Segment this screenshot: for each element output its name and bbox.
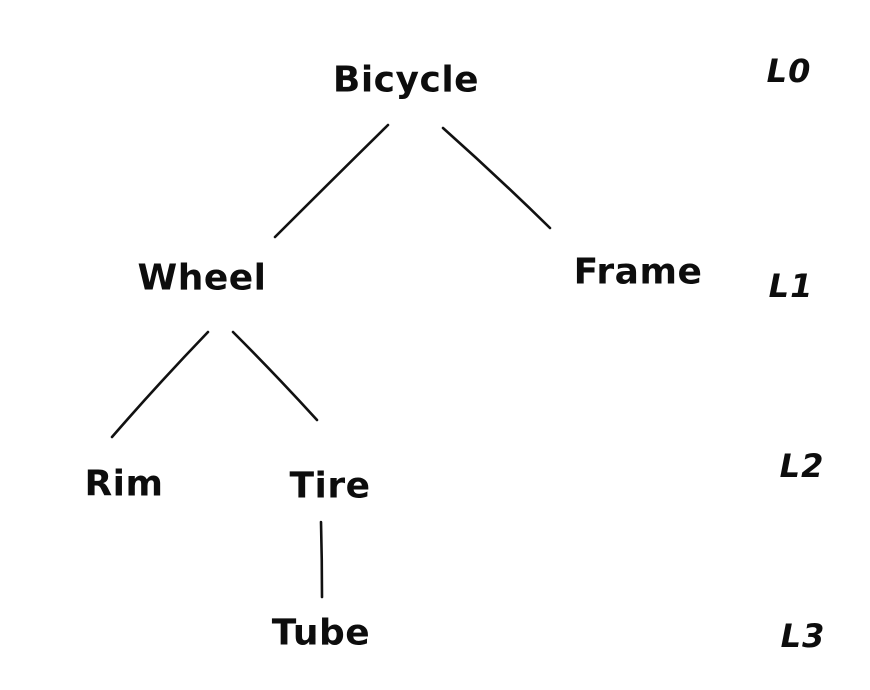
edge-wheel-rim: [110, 330, 210, 439]
edge-wheel-tire: [231, 330, 319, 422]
level-label-l0: L0: [766, 52, 812, 90]
node-tube: Tube: [271, 612, 371, 654]
level-label-l3: L3: [780, 617, 826, 655]
edge-bicycle-wheel: [273, 123, 390, 239]
node-rim: Rim: [84, 463, 164, 505]
node-wheel: Wheel: [137, 257, 267, 299]
edge-tire-tube: [319, 520, 324, 599]
level-label-l1: L1: [768, 267, 814, 305]
node-tire: Tire: [289, 465, 371, 507]
edge-bicycle-frame: [441, 126, 552, 230]
node-frame: Frame: [573, 251, 703, 293]
level-label-l2: L2: [779, 447, 825, 485]
node-bicycle: Bicycle: [332, 59, 480, 101]
